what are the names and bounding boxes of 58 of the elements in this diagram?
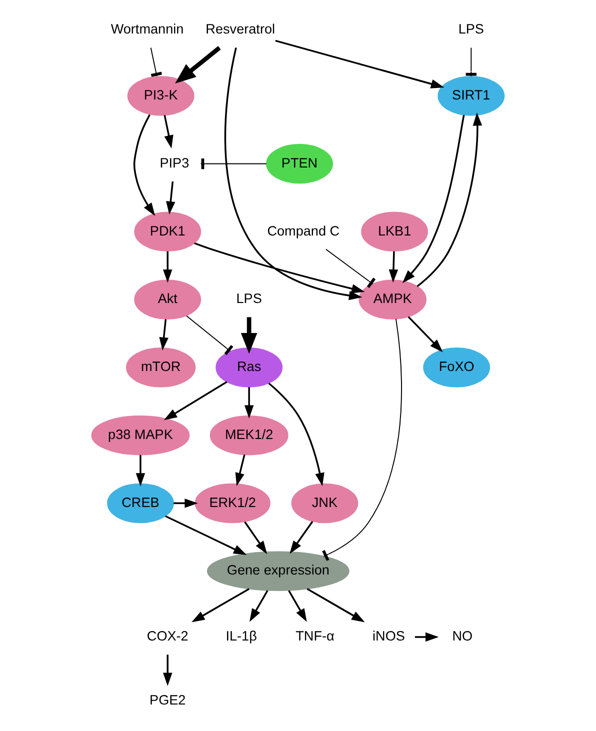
node-text: LPS <box>458 22 484 37</box>
node-text: PGE2 <box>150 692 186 708</box>
arrow <box>290 521 314 554</box>
arrow <box>268 382 324 486</box>
node-text: COX-2 <box>146 628 188 644</box>
node-ellipse: Akt <box>134 280 202 320</box>
arrow <box>416 112 482 287</box>
node-ellipse: mTOR <box>126 348 196 388</box>
arrow <box>306 588 365 622</box>
node-ellipse: PTEN <box>266 144 333 184</box>
node-ellipse: SIRT1 <box>438 76 505 116</box>
arrow <box>174 498 198 508</box>
arrow <box>240 317 258 354</box>
arrow <box>133 114 156 216</box>
node-text: PIP3 <box>160 155 190 170</box>
connector <box>150 47 162 77</box>
arrow <box>164 381 228 420</box>
arrow <box>224 48 362 300</box>
node-text: IL-1β <box>226 628 257 644</box>
node-ellipse: MEK1/2 <box>210 415 288 456</box>
node-text: NO <box>452 628 473 644</box>
node-ellipse: PI3-K <box>127 76 194 116</box>
node-ellipse: JNK <box>291 483 358 524</box>
node-ellipse: p38 MAPK <box>91 415 190 456</box>
arrow <box>194 242 365 294</box>
arrow <box>159 319 168 351</box>
arrow <box>175 46 221 84</box>
arrow <box>164 115 174 148</box>
arrow <box>136 455 146 486</box>
arrow <box>288 590 307 622</box>
connector <box>186 315 234 356</box>
node-text: TNF-α <box>296 628 334 644</box>
node-ellipse: FoXO <box>423 348 490 388</box>
arrow <box>165 515 247 556</box>
node-text: LPS <box>236 291 262 306</box>
arrow <box>388 251 398 283</box>
node-text: Resveratrol <box>206 22 276 37</box>
arrow <box>402 114 465 284</box>
arrow <box>250 590 268 622</box>
arrow <box>408 316 443 352</box>
node-text: iNOS <box>372 628 405 644</box>
arrow <box>235 454 246 486</box>
arrow <box>244 387 254 418</box>
node-ellipse: LKB1 <box>361 212 428 252</box>
connector <box>322 318 402 561</box>
node-text: Wortmannin <box>110 22 184 37</box>
node-ellipse: PDK1 <box>134 212 202 252</box>
connector <box>325 248 376 288</box>
node-ellipse: CREB <box>107 483 174 524</box>
node-text: Compand C <box>267 223 340 238</box>
arrow <box>163 251 172 283</box>
arrow <box>166 181 176 215</box>
arrow <box>275 40 444 88</box>
arrow <box>192 588 250 622</box>
arrow <box>414 632 439 642</box>
arrow <box>244 521 268 554</box>
node-ellipse: ERK1/2 <box>194 483 270 524</box>
arrow <box>163 654 172 686</box>
